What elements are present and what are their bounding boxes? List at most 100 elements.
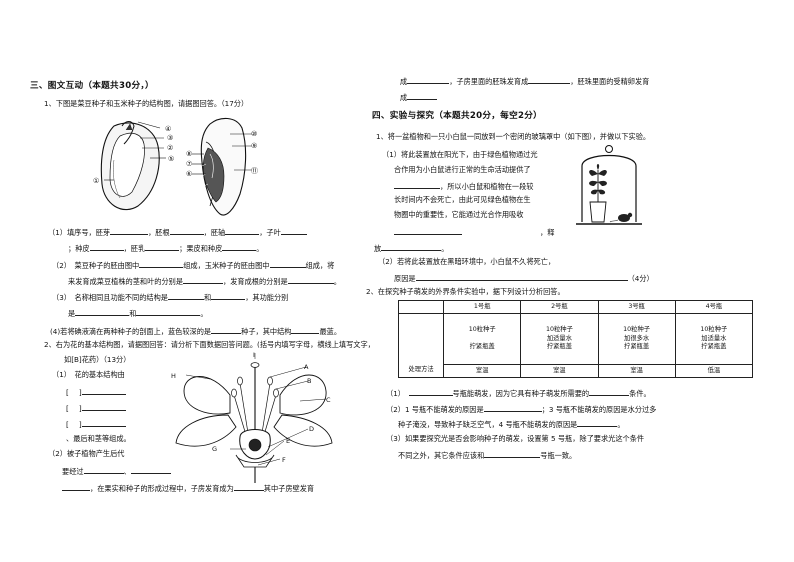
bean-label-4: ⑤ [168, 155, 175, 163]
table-cell: 10粒种子加适量水拧紧瓶盖 [674, 313, 754, 365]
s4-q1-p1-3: 长时间内不会死亡，由此可见绿色植物在生 [394, 195, 531, 204]
q2-bracket-1: [] [66, 386, 126, 398]
right-cont-line2: 成 [400, 91, 438, 103]
blank[interactable] [280, 226, 307, 235]
q2-bottom: ，在果实和种子的形成过程中，子房发育成为其中子房壁发育 [62, 482, 314, 494]
blank[interactable] [407, 75, 450, 84]
flower-label-D: D [309, 425, 315, 433]
s4-q1-p1-5: ，释 [394, 226, 554, 238]
blank[interactable] [415, 272, 628, 281]
blank[interactable] [83, 465, 124, 474]
q1-line2: （2） 菜豆种子的胚由图中组成，玉米种子的胚由图中组成，将 [52, 259, 335, 270]
blank[interactable] [528, 75, 571, 84]
blank[interactable] [130, 465, 171, 474]
corn-label-10: ⑩ [251, 130, 258, 138]
blank[interactable] [577, 418, 618, 427]
blank[interactable] [222, 242, 257, 251]
s4-q2-stem: 2、在探究种子萌发的外界条件实验中，据下列设计分析回答。 [366, 287, 565, 296]
blank[interactable] [287, 275, 334, 284]
blank[interactable] [394, 180, 440, 189]
s4-q1-p2: （2）若将此装置放在黑暗环境中，小白鼠不久将死亡， [378, 257, 556, 266]
q2-sub2: （2）被子植物产生后代 [48, 449, 125, 458]
s4-q2-a2: （2）1 号瓶不能萌发的原因是；3 号瓶不能萌发的原因是水分过多 [386, 403, 657, 414]
s4-q1-p1-2: ，所以小白鼠和植物在一段较 [394, 180, 533, 192]
q1-line4: (4)若将碘液滴在两种种子的剖面上，蓝色较深的是种子，其中结构最蓝。 [50, 325, 342, 336]
blank[interactable] [81, 386, 126, 395]
section3-heading: 三、图文互动（本题共30分，） [30, 81, 154, 91]
bean-label-1: ④ [165, 125, 172, 133]
blank[interactable] [291, 325, 320, 334]
table-header: 3号瓶 [597, 300, 676, 314]
blank[interactable] [139, 259, 184, 268]
corn-label-6: ⑥ [186, 170, 193, 178]
q2-sub1: （1） 花的基本结构由 [52, 370, 125, 379]
blank[interactable] [211, 325, 242, 334]
blank[interactable] [81, 402, 126, 411]
table-cell: 室温 [443, 364, 522, 378]
blank[interactable] [408, 387, 453, 396]
blank[interactable] [183, 275, 224, 284]
blank[interactable] [145, 242, 180, 251]
blank[interactable] [269, 259, 306, 268]
q1-line2b: 来发育成菜豆植株的茎和叶的分别是，发育成根的分别是。 [68, 275, 341, 286]
flower-diagram [175, 353, 333, 483]
blank[interactable] [169, 226, 204, 235]
q1-line1b: ；种皮，胚乳；果皮和种皮。 [68, 242, 264, 253]
flower-label-G: G [212, 445, 218, 453]
q1-line3b: 是和。 [68, 307, 208, 318]
table-cell: 室温 [520, 364, 599, 378]
flower-label-F: F [282, 456, 286, 464]
bean-label-2: ③ [167, 134, 174, 142]
s4-q1-p1-0: （1）将此装置放在阳光下，由于绿色植物通过光 [382, 150, 538, 159]
corn-seed-diagram [200, 117, 247, 216]
corn-label-8: ⑧ [186, 150, 193, 158]
table-cell: 室温 [597, 364, 676, 378]
blank[interactable] [136, 307, 201, 316]
blank[interactable] [394, 226, 462, 235]
blank[interactable] [89, 242, 124, 251]
bell-jar-illustration [576, 145, 642, 225]
table-cell: 10粒种子加很多水拧紧瓶盖 [597, 313, 676, 365]
row-label: 处理方法 [397, 313, 445, 378]
q2-bracket-3: [] [66, 418, 126, 430]
flower-label-E: E [286, 437, 291, 445]
table-cell: 低温 [674, 364, 754, 378]
s4-q2-a3b: 不同之外，其它条件应该和号瓶一致。 [398, 449, 577, 460]
s4-q1-p1-4: 物圈中的重要性，它能通过光合作用吸收 [394, 210, 524, 219]
table-header [397, 300, 445, 314]
table-header: 2号瓶 [520, 300, 599, 314]
s4-q1-stem: 1、将一盆植物和一只小白鼠一同放到一个密闭的玻璃罩中（如下图），并做以下实验。 [376, 132, 651, 141]
table-cell: 10粒种子 拧紧瓶盖 [443, 313, 522, 365]
blank[interactable] [225, 226, 260, 235]
bean-seed-diagram [100, 121, 160, 211]
s4-q1-p1-1: 合作用为小白鼠进行正常的生命活动提供了 [394, 165, 531, 174]
section4-heading: 四、实验与探究（本题共20分，每空2分） [372, 111, 543, 121]
right-cont-line: 成，子房里面的胚珠发育成，胚珠里面的受精卵发育 [400, 75, 650, 86]
blank[interactable] [483, 403, 542, 412]
blank[interactable] [110, 226, 149, 235]
blank[interactable] [167, 291, 204, 300]
q2-sub1b: 、最后和茎等组成。 [66, 434, 131, 443]
table-cell: 10粒种子加适量水拧紧瓶盖 [520, 313, 599, 365]
s4-q1-p1-6: 放。 [374, 242, 449, 253]
blank[interactable] [211, 291, 246, 300]
q1-line1: （1）填序号，胚芽，胚根，胚轴，子叶 [48, 226, 307, 238]
blank[interactable] [233, 482, 264, 491]
blank[interactable] [62, 482, 90, 491]
flower-label-C: C [326, 396, 331, 404]
flower-label-I: I [253, 351, 255, 359]
s4-q2-a2b: 种子淹没，导致种子缺乏空气，4 号瓶不能萌发的原因是。 [398, 418, 625, 429]
blank[interactable] [407, 91, 438, 100]
blank[interactable] [484, 449, 541, 458]
blank[interactable] [81, 418, 126, 427]
s4-q2-a1: （1） 号瓶能萌发，因为它具有种子萌发所需要的条件。 [386, 387, 651, 398]
corn-label-9: ⑨ [251, 142, 258, 150]
corn-label-7: ⑦ [186, 160, 193, 168]
q2-stem2: 如[B]花药）（13分） [64, 355, 131, 364]
blank[interactable] [75, 307, 130, 316]
q2-bracket-2: [] [66, 402, 126, 414]
flower-label-H: H [171, 372, 176, 380]
blank[interactable] [381, 242, 442, 251]
bean-label-3: ② [167, 144, 174, 152]
blank[interactable] [589, 387, 630, 396]
